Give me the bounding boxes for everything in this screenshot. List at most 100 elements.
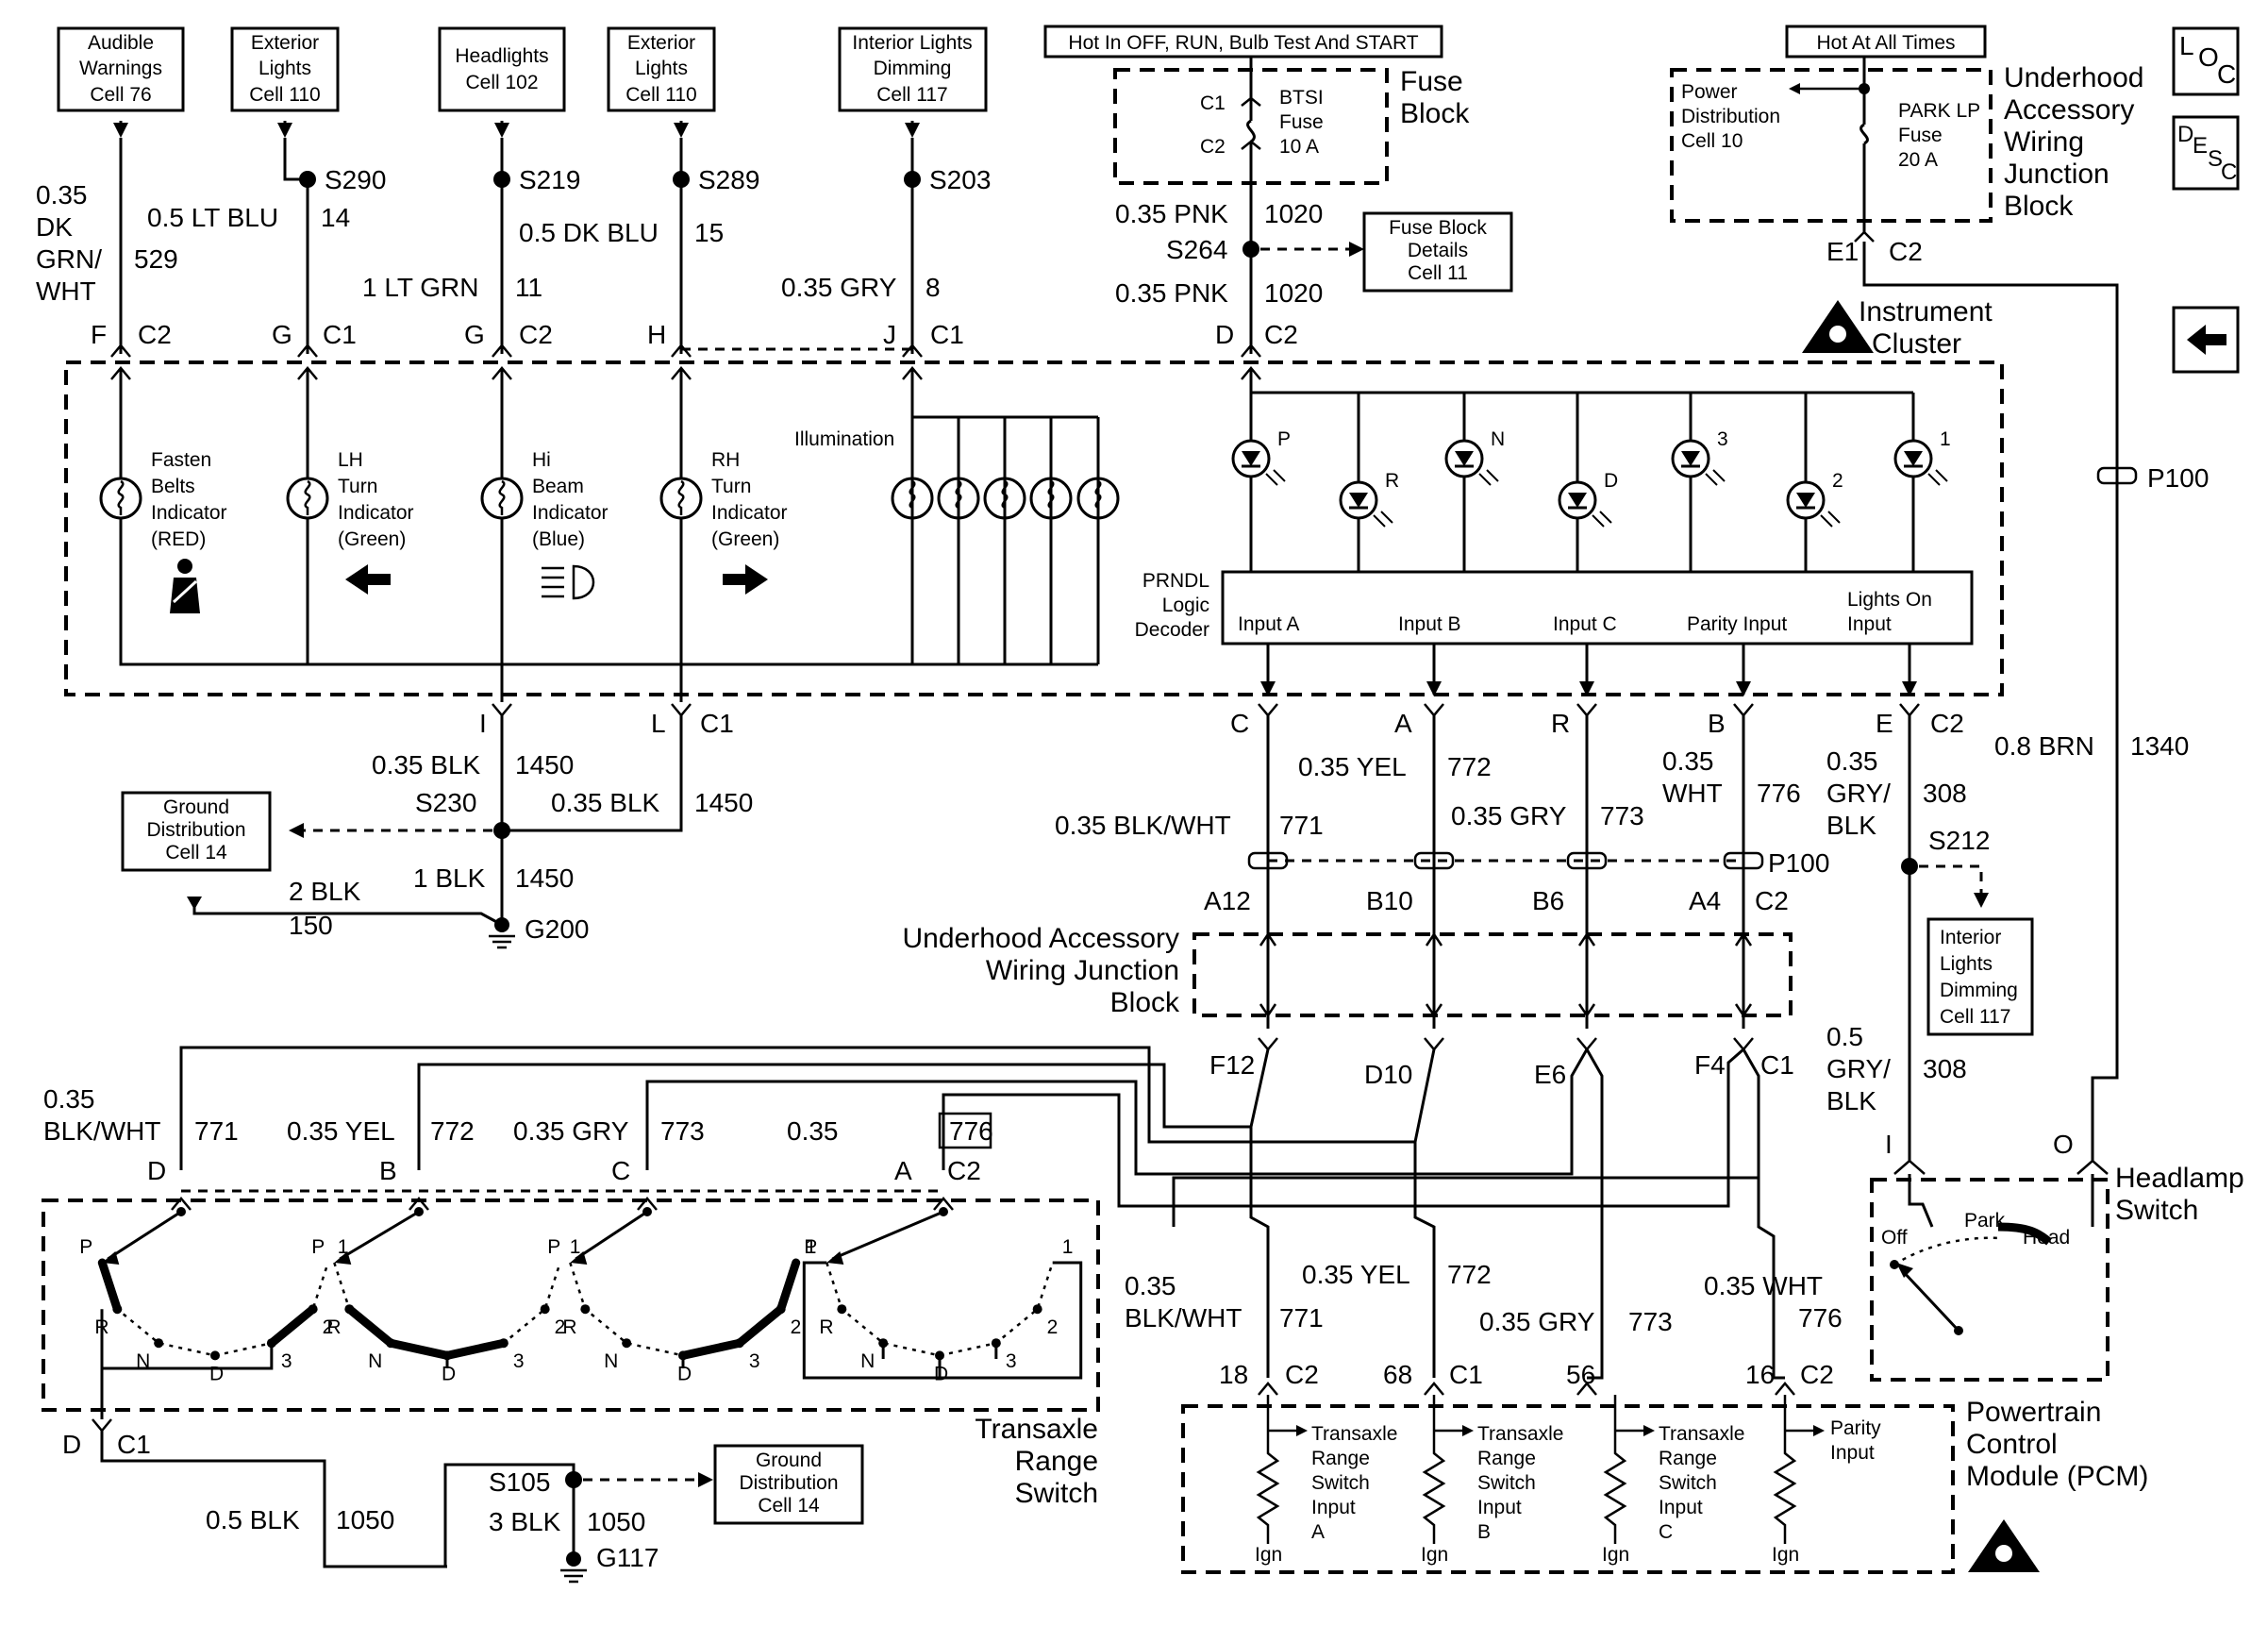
indicator-bulbs	[99, 477, 1120, 520]
wire-15-number: 15	[694, 218, 724, 247]
svg-text:Hot At All Times: Hot At All Times	[1816, 32, 1955, 54]
svg-text:D: D	[1215, 320, 1234, 349]
svg-text:Park: Park	[1964, 1210, 2006, 1232]
led-3: 3	[1671, 393, 1728, 572]
right-turn-arrow-icon	[723, 564, 768, 595]
switch-position-label: P	[547, 1236, 560, 1258]
pcm-input-circuit: Ign	[1421, 1395, 1474, 1566]
svg-text:F12: F12	[1209, 1050, 1255, 1080]
svg-text:771: 771	[194, 1116, 239, 1146]
svg-text:E6: E6	[1534, 1060, 1566, 1089]
p100-connector-top: P100	[2096, 463, 2209, 493]
switch-position-label: 1	[570, 1236, 581, 1258]
led-label: 1	[1940, 428, 1951, 450]
switch-position-label: D	[209, 1363, 224, 1384]
splice-s212: S212	[1901, 826, 1990, 908]
bulb-symbol	[99, 477, 142, 520]
svg-text:S264: S264	[1166, 235, 1227, 264]
svg-text:776: 776	[949, 1116, 993, 1146]
p100-connector: P100	[1247, 848, 1829, 878]
svg-text:A4: A4	[1689, 886, 1721, 915]
svg-text:Ign: Ign	[1421, 1544, 1448, 1566]
led-N: N	[1444, 393, 1505, 572]
svg-text:C2: C2	[1800, 1360, 1834, 1389]
svg-text:2 BLK: 2 BLK	[289, 877, 361, 906]
svg-text:H: H	[647, 320, 666, 349]
svg-text:C2: C2	[1264, 320, 1298, 349]
svg-text:I: I	[479, 709, 487, 738]
svg-text:C2: C2	[1930, 709, 1964, 738]
switch-position-label: P	[79, 1236, 92, 1258]
svg-text:773: 773	[1628, 1307, 1673, 1336]
svg-text:G200: G200	[525, 914, 590, 944]
led-label: 2	[1832, 470, 1843, 492]
ground-g117: G117	[560, 1543, 659, 1584]
splice-s105: S105	[489, 1467, 582, 1497]
svg-text:D: D	[62, 1430, 81, 1459]
svg-text:S289: S289	[698, 165, 759, 194]
svg-text:Head: Head	[2023, 1227, 2070, 1249]
switch-position-label: 2	[555, 1316, 566, 1338]
switch-position-label: 2	[791, 1316, 802, 1338]
svg-text:C: C	[1230, 709, 1249, 738]
svg-text:C1: C1	[1449, 1360, 1483, 1389]
svg-text:LOC: LOC	[2179, 31, 2236, 89]
svg-text:1020: 1020	[1264, 278, 1323, 308]
svg-text:68: 68	[1383, 1360, 1412, 1389]
splice-s219: S219	[493, 165, 580, 194]
switch-position-label: 3	[513, 1350, 525, 1372]
svg-text:E1: E1	[1826, 237, 1859, 266]
splice-s289: S289	[673, 165, 759, 194]
pcm-input-circuit: Ign	[1602, 1395, 1655, 1566]
svg-text:772: 772	[1447, 752, 1492, 781]
svg-text:0.35 BLK/WHT: 0.35 BLK/WHT	[1055, 811, 1231, 840]
svg-text:C2: C2	[519, 320, 553, 349]
switch-position-label: P	[804, 1236, 817, 1258]
svg-text:L: L	[651, 709, 666, 738]
bulb-symbol	[480, 477, 524, 520]
svg-text:C2: C2	[1285, 1360, 1319, 1389]
switch-position-label: D	[934, 1363, 948, 1384]
switch-position-label: 2	[1047, 1316, 1059, 1338]
led-D: D	[1558, 393, 1618, 572]
bulb-symbol	[286, 477, 329, 520]
left-arrow-icon[interactable]	[2172, 306, 2240, 374]
svg-text:776: 776	[1798, 1303, 1843, 1333]
wire-11-gauge: 1 LT GRN	[362, 273, 478, 302]
switch-position-label: 3	[281, 1350, 292, 1372]
splice-s230: S230	[415, 788, 510, 839]
svg-text:P100: P100	[2147, 463, 2209, 493]
